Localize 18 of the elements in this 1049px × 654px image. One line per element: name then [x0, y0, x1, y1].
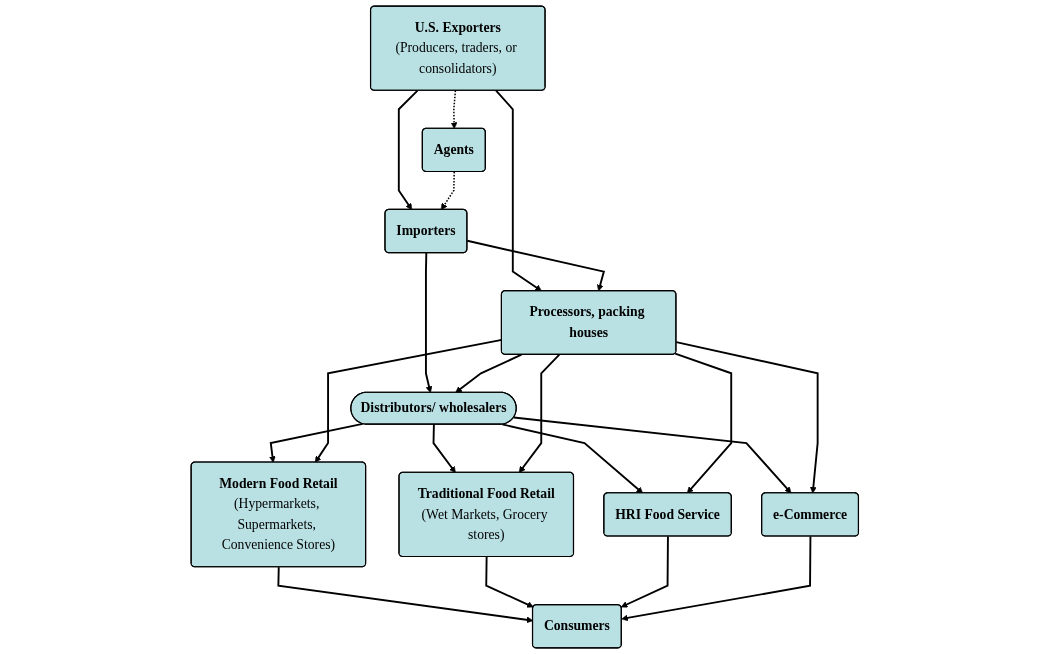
arrow — [268, 422, 364, 463]
arrow — [620, 535, 669, 608]
arrow — [454, 353, 523, 393]
arrow — [621, 535, 812, 622]
arrow — [424, 252, 432, 393]
arrow — [466, 239, 605, 292]
arrow — [432, 423, 456, 473]
arrow — [440, 171, 455, 211]
arrow — [512, 416, 792, 494]
arrow — [675, 341, 819, 494]
arrow — [501, 423, 643, 494]
arrow — [518, 353, 560, 473]
arrow — [485, 555, 534, 608]
arrow — [450, 89, 458, 129]
arrow — [673, 352, 732, 494]
arrow — [277, 566, 533, 624]
arrow — [397, 89, 419, 211]
arrow — [494, 89, 542, 292]
